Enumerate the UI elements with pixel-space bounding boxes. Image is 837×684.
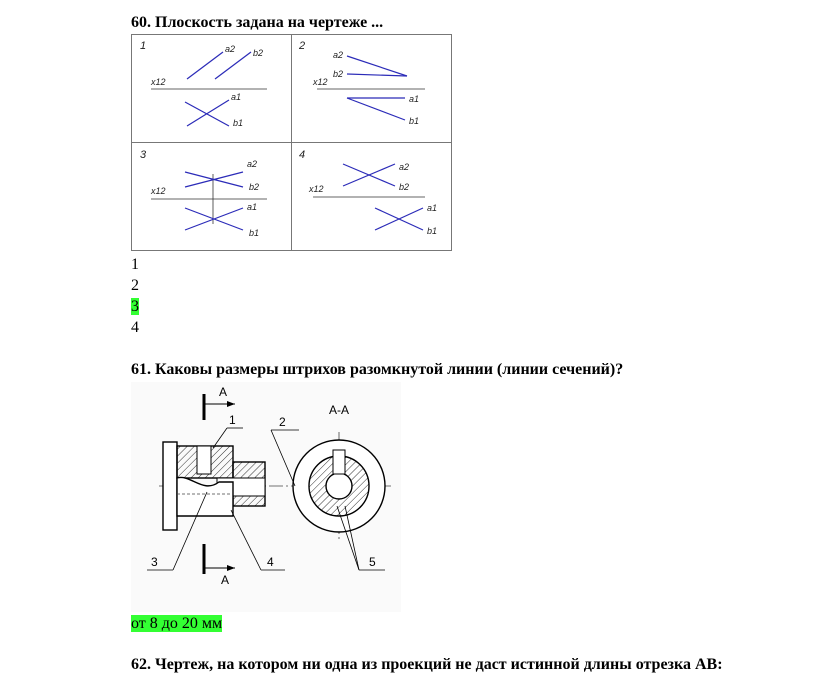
label-a1: a1 (247, 202, 257, 212)
question-60-figure: 1 a2 b2 x12 a1 b1 2 a2 b2 x12 a1 b1 3 (131, 34, 452, 251)
panel-1: 1 a2 b2 x12 a1 b1 (140, 40, 267, 128)
callout-1: 1 (229, 413, 236, 427)
panel-number: 1 (140, 40, 146, 52)
label-a2: a2 (399, 162, 409, 172)
label-b2: b2 (333, 69, 343, 79)
label-b1: b1 (409, 116, 419, 126)
section-label: A-A (329, 403, 349, 417)
section-marker-letter: A (219, 385, 227, 399)
option-label-correct: 3 (131, 298, 139, 315)
label-b1: b1 (233, 118, 243, 128)
panel-number: 2 (298, 40, 305, 52)
callout-4: 4 (267, 555, 274, 569)
label-a2: a2 (247, 159, 257, 169)
label-x12: x12 (312, 77, 328, 87)
label-x12: x12 (150, 186, 166, 196)
panel-number: 4 (299, 149, 305, 161)
answer-option-1[interactable]: 1 (131, 256, 139, 274)
answer-option-2[interactable]: 2 (131, 277, 139, 295)
panel-4: 4 a2 b2 x12 a1 b1 (299, 149, 437, 236)
section-marker-letter: A (221, 573, 229, 587)
label-a2: a2 (333, 50, 343, 60)
question-62-title: 62. Чертеж, на котором ни одна из проекц… (131, 656, 723, 673)
label-x12: x12 (150, 77, 166, 87)
label-a2: a2 (225, 44, 235, 54)
panel-number: 3 (140, 149, 147, 161)
option-label: 2 (131, 277, 139, 294)
callout-3: 3 (151, 555, 158, 569)
question-61-title: 61. Каковы размеры штрихов разомкнутой л… (131, 361, 624, 378)
answer-text: от 8 до 20 мм (131, 615, 223, 632)
answer-option-correct[interactable]: от 8 до 20 мм (131, 615, 223, 633)
callout-2: 2 (279, 415, 286, 429)
answer-option-3[interactable]: 3 (131, 298, 139, 316)
question-60-title: 60. Плоскость задана на чертеже ... (131, 14, 384, 31)
label-a1: a1 (409, 94, 419, 104)
option-label: 4 (131, 319, 139, 336)
label-b2: b2 (249, 182, 259, 192)
panel-2: 2 a2 b2 x12 a1 b1 (298, 40, 425, 126)
question-61-figure: A A A-A 1 2 3 4 5 (131, 382, 401, 612)
label-b2: b2 (253, 48, 263, 58)
label-b2: b2 (399, 182, 409, 192)
panel-3: 3 a2 b2 x12 a1 b1 (140, 149, 267, 238)
option-label: 1 (131, 256, 139, 273)
label-x12: x12 (308, 184, 324, 194)
answer-option-4[interactable]: 4 (131, 319, 139, 337)
label-b1: b1 (427, 226, 437, 236)
label-b1: b1 (249, 228, 259, 238)
label-a1: a1 (427, 203, 437, 213)
callout-5: 5 (369, 555, 376, 569)
label-a1: a1 (231, 92, 241, 102)
